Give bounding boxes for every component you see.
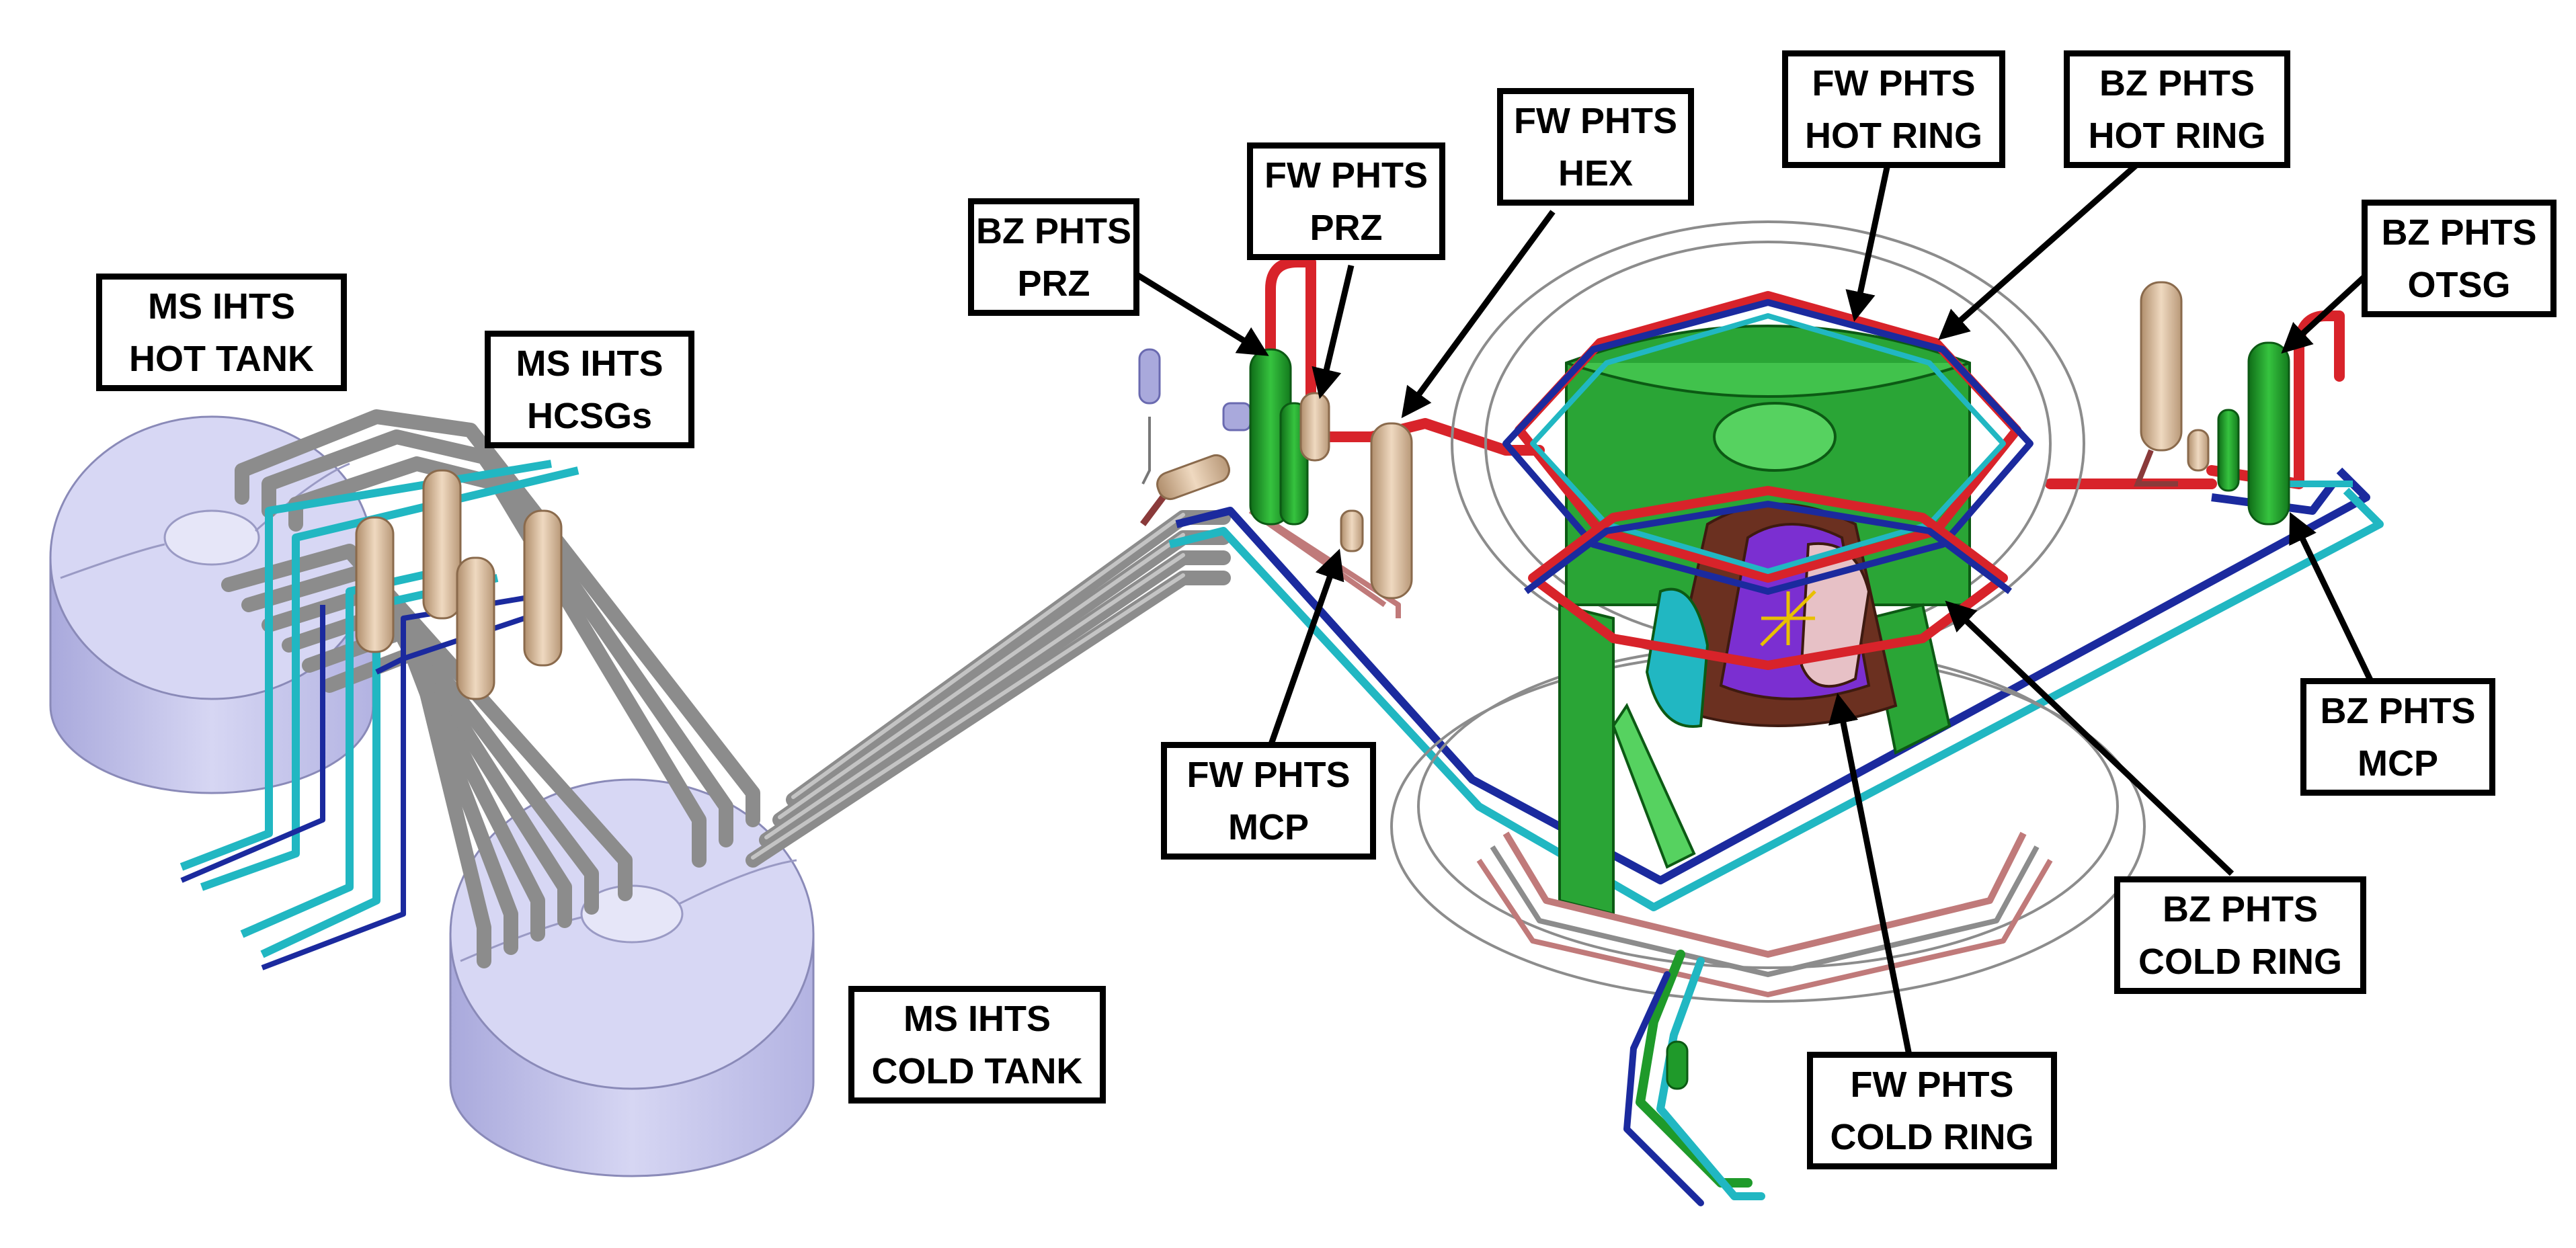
ms-gray-piping	[221, 409, 1231, 968]
bz-cold-ring	[1524, 486, 2012, 670]
label-fw-phts-cold-ring: FW PHTS COLD RING	[1807, 1052, 2057, 1169]
label-ms-ihts-hcsgs: MS IHTS HCSGs	[485, 331, 694, 448]
label-bz-phts-prz: BZ PHTS PRZ	[968, 198, 1139, 316]
fw-hex-vessel	[1340, 422, 1413, 599]
ms-gray-piping-highlight	[751, 513, 1185, 860]
fw-prz-vessel	[1299, 392, 1330, 462]
right-aux-vessels	[2134, 281, 2210, 487]
bz-prz-vessel	[1249, 348, 1309, 526]
label-fw-phts-mcp: FW PHTS MCP	[1161, 742, 1376, 860]
leader-arrows	[1131, 155, 2376, 1056]
label-fw-phts-prz: FW PHTS PRZ	[1247, 142, 1445, 260]
label-bz-phts-otsg: BZ PHTS OTSG	[2362, 200, 2557, 317]
label-bz-phts-cold-ring: BZ PHTS COLD RING	[2114, 876, 2366, 994]
label-fw-phts-hex: FW PHTS HEX	[1497, 88, 1694, 206]
label-bz-phts-mcp: BZ PHTS MCP	[2300, 678, 2495, 796]
bz-otsg-vessel	[2217, 341, 2290, 526]
label-bz-phts-hot-ring: BZ PHTS HOT RING	[2064, 50, 2290, 168]
hcsg-components	[355, 469, 563, 700]
label-ms-ihts-cold-tank: MS IHTS COLD TANK	[848, 986, 1106, 1104]
fw-hot-ring	[1502, 291, 2034, 595]
label-ms-ihts-hot-tank: MS IHTS HOT TANK	[96, 274, 347, 391]
left-aux-equipment	[1138, 348, 1252, 526]
bottom-drain-piping	[1623, 950, 1765, 1206]
label-fw-phts-hot-ring: FW PHTS HOT RING	[1782, 50, 2005, 168]
fw-cold-ring	[1476, 831, 2053, 997]
